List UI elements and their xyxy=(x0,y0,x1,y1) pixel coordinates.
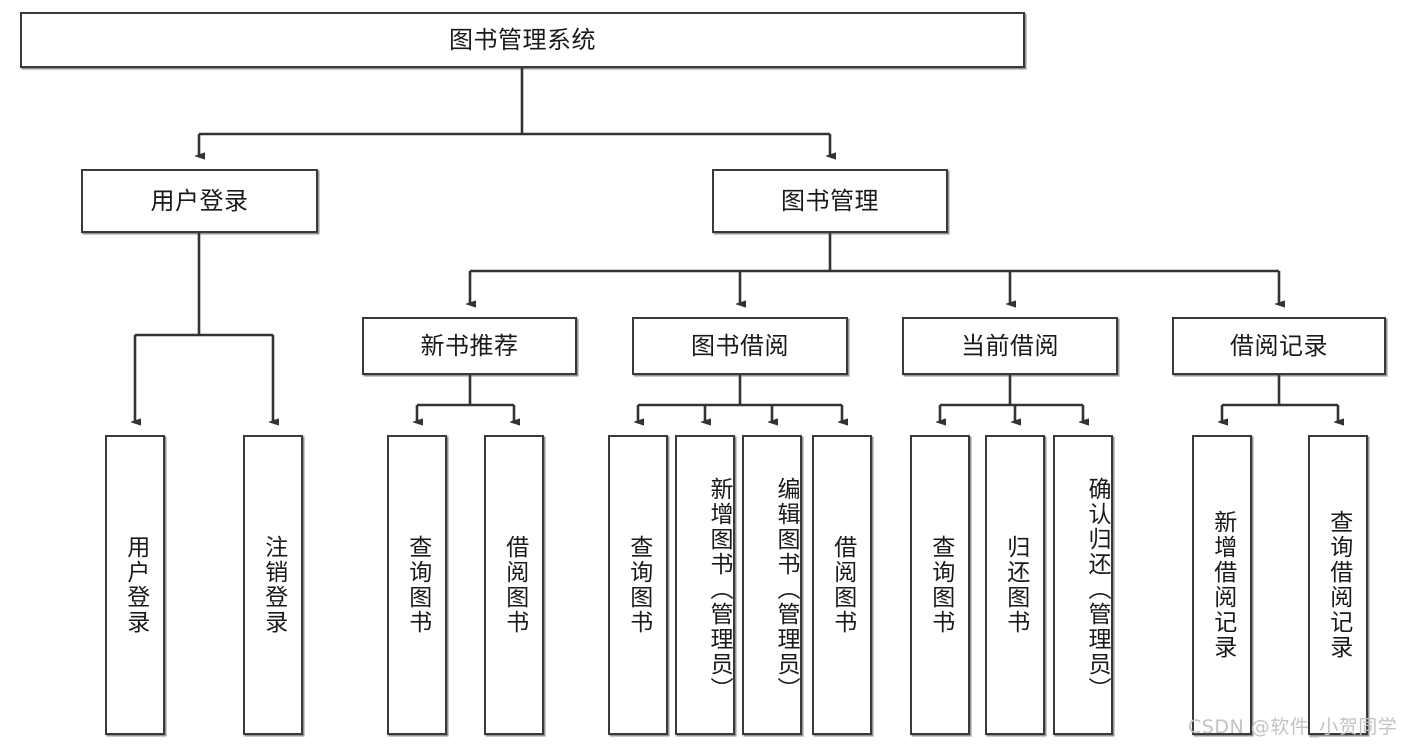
node-leaf-user-login[interactable]: 用户登录 xyxy=(105,435,165,735)
node-borrow-record[interactable]: 借阅记录 xyxy=(1172,317,1386,375)
node-book-borrow-label: 图书借阅 xyxy=(691,331,789,360)
node-root[interactable]: 图书管理系统 xyxy=(20,12,1025,68)
node-leaf-query-record-label: 查询借阅记录 xyxy=(1325,510,1352,660)
node-leaf-query-book-rec[interactable]: 查询图书 xyxy=(387,435,447,735)
node-leaf-query-book-b-label: 查询图书 xyxy=(625,535,652,635)
node-leaf-add-record[interactable]: 新增借阅记录 xyxy=(1192,435,1252,735)
node-leaf-add-record-label: 新增借阅记录 xyxy=(1209,510,1236,660)
node-leaf-user-login-label: 用户登录 xyxy=(122,535,149,635)
node-leaf-borrow-book-b-label: 借阅图书 xyxy=(829,535,856,635)
node-leaf-borrow-book-rec[interactable]: 借阅图书 xyxy=(484,435,544,735)
node-leaf-borrow-book-rec-label: 借阅图书 xyxy=(501,535,528,635)
node-leaf-borrow-book-b[interactable]: 借阅图书 xyxy=(812,435,872,735)
node-leaf-edit-book[interactable]: 编辑图书（管理员） xyxy=(742,435,802,735)
node-leaf-query-record[interactable]: 查询借阅记录 xyxy=(1308,435,1368,735)
node-leaf-add-book[interactable]: 新增图书（管理员） xyxy=(675,435,735,735)
csdn-watermark: CSDN @软件_小贺同学 xyxy=(1188,716,1398,738)
node-book-manage[interactable]: 图书管理 xyxy=(712,169,948,233)
node-new-book-rec-label: 新书推荐 xyxy=(420,331,519,360)
node-leaf-user-logout-label: 注销登录 xyxy=(260,535,287,635)
node-borrow-record-label: 借阅记录 xyxy=(1230,331,1328,360)
node-leaf-query-book-b[interactable]: 查询图书 xyxy=(608,435,668,735)
node-user-login-label: 用户登录 xyxy=(150,186,249,215)
node-leaf-confirm-return[interactable]: 确认归还（管理员） xyxy=(1053,435,1113,735)
node-book-borrow[interactable]: 图书借阅 xyxy=(632,317,848,375)
node-leaf-return-book[interactable]: 归还图书 xyxy=(985,435,1045,735)
node-current-borrow-label: 当前借阅 xyxy=(961,331,1059,360)
node-leaf-query-book-c[interactable]: 查询图书 xyxy=(910,435,970,735)
node-leaf-query-book-c-label: 查询图书 xyxy=(927,535,954,635)
node-book-manage-label: 图书管理 xyxy=(781,186,879,215)
node-leaf-confirm-return-label: 确认归还（管理员） xyxy=(1084,476,1110,702)
node-leaf-edit-book-label: 编辑图书（管理员） xyxy=(773,476,799,702)
node-root-label: 图书管理系统 xyxy=(449,25,596,54)
node-new-book-rec[interactable]: 新书推荐 xyxy=(362,317,577,375)
node-user-login[interactable]: 用户登录 xyxy=(81,169,318,233)
node-leaf-query-book-rec-label: 查询图书 xyxy=(404,535,431,635)
node-leaf-user-logout[interactable]: 注销登录 xyxy=(243,435,303,735)
node-current-borrow[interactable]: 当前借阅 xyxy=(902,317,1118,375)
node-leaf-return-book-label: 归还图书 xyxy=(1002,535,1029,635)
node-leaf-add-book-label: 新增图书（管理员） xyxy=(706,476,732,702)
